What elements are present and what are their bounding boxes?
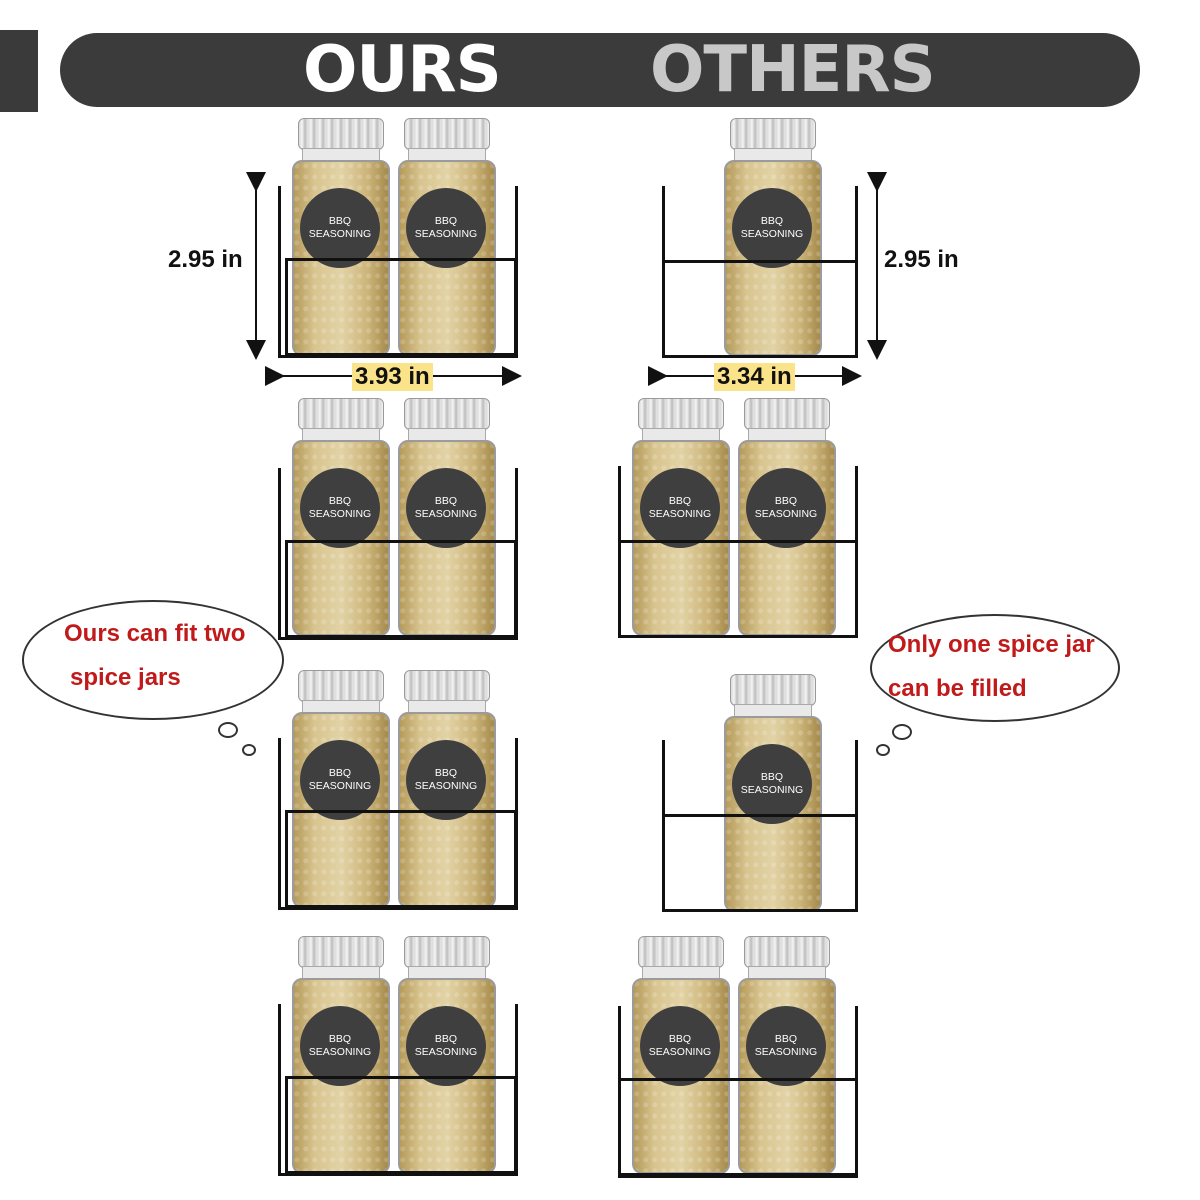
- others-rack-front: [618, 540, 858, 638]
- ours-rack-front: [285, 1076, 517, 1174]
- thought-dot: [892, 724, 912, 740]
- ours-width-label: 3.93 in: [352, 363, 433, 391]
- comparison-header: OURS OTHERS: [60, 33, 1140, 107]
- others-callout-bubble: [870, 614, 1120, 722]
- thought-dot: [218, 722, 238, 738]
- ours-rack-front: [285, 540, 517, 638]
- ours-callout-bubble: [22, 600, 284, 720]
- thought-dot: [876, 744, 890, 756]
- others-height-label: 2.95 in: [884, 246, 959, 273]
- ours-rack-front: [285, 258, 517, 356]
- ours-callout-line1: Ours can fit two: [64, 620, 246, 647]
- ours-heading: OURS: [303, 33, 502, 107]
- ours-callout-line2: spice jars: [70, 664, 181, 691]
- thought-dot: [242, 744, 256, 756]
- others-rack-front: [662, 260, 858, 358]
- others-callout-line1: Only one spice jar: [888, 631, 1095, 658]
- others-rack-front: [618, 1078, 858, 1176]
- ours-height-label: 2.95 in: [168, 246, 243, 273]
- others-width-label: 3.34 in: [714, 363, 795, 391]
- ours-rack-front: [285, 810, 517, 908]
- others-rack-front: [662, 814, 858, 912]
- corner-tab: [0, 30, 38, 112]
- others-callout-line2: can be filled: [888, 675, 1027, 702]
- others-heading: OTHERS: [650, 33, 936, 107]
